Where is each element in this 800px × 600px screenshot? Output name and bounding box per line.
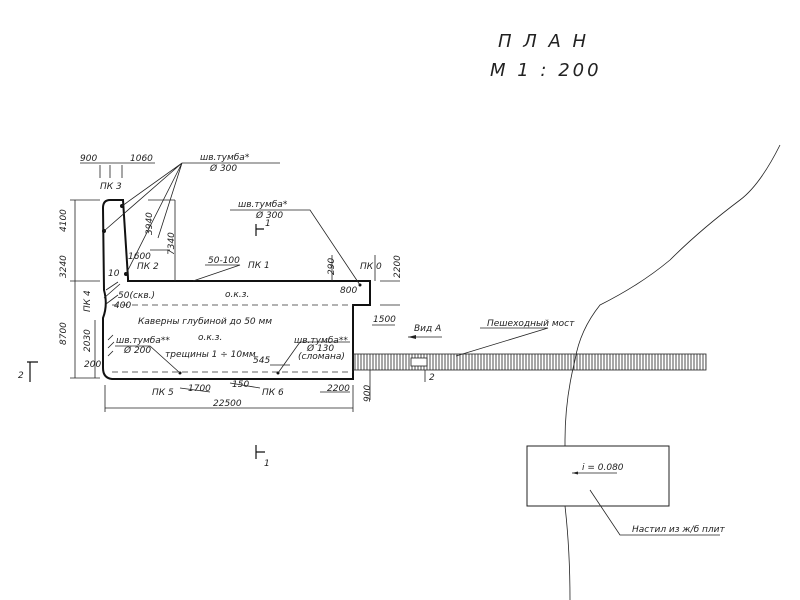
dim-400: 400 [114, 301, 131, 311]
dim-200: 200 [84, 360, 101, 370]
dim-10: 10 [108, 269, 120, 279]
dim-545: 545 [253, 356, 270, 366]
section-1-top-label: 1 [265, 219, 271, 229]
dim-50-100: 50-100 [208, 256, 240, 266]
label-bollard-right: шв.тумба** [294, 336, 348, 346]
leader-bollard-pk0 [230, 209, 361, 286]
leader-footbridge [455, 327, 549, 357]
label-bollard-left-dia: Ø 200 [123, 345, 151, 356]
label-pk5: ПК 5 [152, 388, 174, 398]
dim-22500 [104, 370, 371, 412]
view-a-arrowhead [408, 335, 416, 339]
dim-3240: 3240 [59, 255, 69, 278]
leader-bollard-right [277, 341, 350, 374]
dim-7340 [148, 199, 176, 281]
shore-line [564, 144, 781, 600]
dim-290: 290 [327, 258, 337, 275]
label-bollard-pk0-dia: Ø 300 [255, 210, 283, 221]
dim-800: 800 [340, 286, 357, 296]
dim-7340: 7340 [167, 232, 177, 255]
dim-22500: 22500 [213, 399, 242, 409]
dim-2030: 2030 [83, 329, 93, 352]
label-pk3: ПК 3 [100, 182, 122, 192]
section-1-bottom-label: 1 [264, 459, 270, 469]
leader-bollard-left [115, 345, 181, 374]
dim-top [80, 162, 155, 178]
hatch-corner [103, 281, 121, 305]
dim-900: 900 [80, 154, 97, 164]
dim-4100: 4100 [59, 209, 69, 232]
slope-arrowhead [572, 471, 578, 475]
section-2-left-mark [27, 361, 38, 382]
dim-2200-right: 2200 [393, 255, 403, 278]
dim-2200-bottom: 2200 [327, 384, 350, 394]
dim-misc [179, 324, 395, 393]
label-pk0: ПК 0 [360, 262, 382, 272]
section-2-left-label: 2 [18, 371, 24, 381]
dim-8700: 8700 [59, 322, 69, 345]
dim-1700: 1700 [188, 384, 211, 394]
dim-1500: 1500 [373, 315, 396, 325]
dim-1600: 1600 [128, 252, 151, 262]
dim-left [70, 199, 100, 379]
dim-900-right: 900 [363, 385, 373, 402]
label-pk6: ПК 6 [262, 388, 284, 398]
leader-bollard-top [103, 162, 280, 275]
leader-50-100 [192, 264, 241, 282]
label-slope: i = 0.080 [582, 463, 624, 473]
deck-slab [526, 445, 670, 507]
label-footbridge: Пешеходный мост [487, 319, 575, 329]
label-deck: Настил из ж/б плит [632, 525, 725, 535]
section-1-top-mark [255, 224, 264, 236]
label-pk2: ПК 2 [137, 262, 159, 272]
label-bollard-top-dia: Ø 300 [209, 163, 237, 174]
label-view-a: Вид А [414, 324, 441, 334]
bridge-section-mark [410, 357, 428, 367]
label-pk4: ПК 4 [83, 290, 93, 312]
leader-deck [589, 489, 720, 536]
hatch-left [107, 334, 115, 357]
label-bollard-right-note: (сломана) [298, 352, 345, 362]
section-1-bottom-mark [255, 445, 265, 459]
label-bollard-right-dia: Ø 130 [306, 343, 334, 354]
quay-outline [101, 199, 371, 380]
drawing-scale: М 1 : 200 [490, 60, 602, 81]
dim-1060: 1060 [130, 154, 153, 164]
dim-50skv: 50(скв.) [118, 291, 155, 301]
drawing-title: П Л А Н [498, 31, 589, 52]
dim-right-top [331, 255, 400, 306]
label-bollard-pk0: шв.тумба* [238, 200, 288, 210]
label-cracks: трещины 1 ÷ 10мм [165, 350, 256, 360]
label-bollard-top: шв.тумба* [200, 153, 250, 163]
label-okz-1: о.к.з. [225, 290, 249, 300]
label-okz-2: о.к.з. [198, 333, 222, 343]
dim-3940: 3940 [145, 212, 155, 235]
label-caverns: Каверны глубиной до 50 мм [138, 317, 272, 327]
label-pk1: ПК 1 [248, 261, 270, 271]
footbridge [352, 353, 707, 371]
dim-150: 150 [232, 380, 249, 390]
section-2-bridge-label: 2 [429, 373, 435, 383]
label-bollard-left: шв.тумба** [116, 336, 170, 346]
